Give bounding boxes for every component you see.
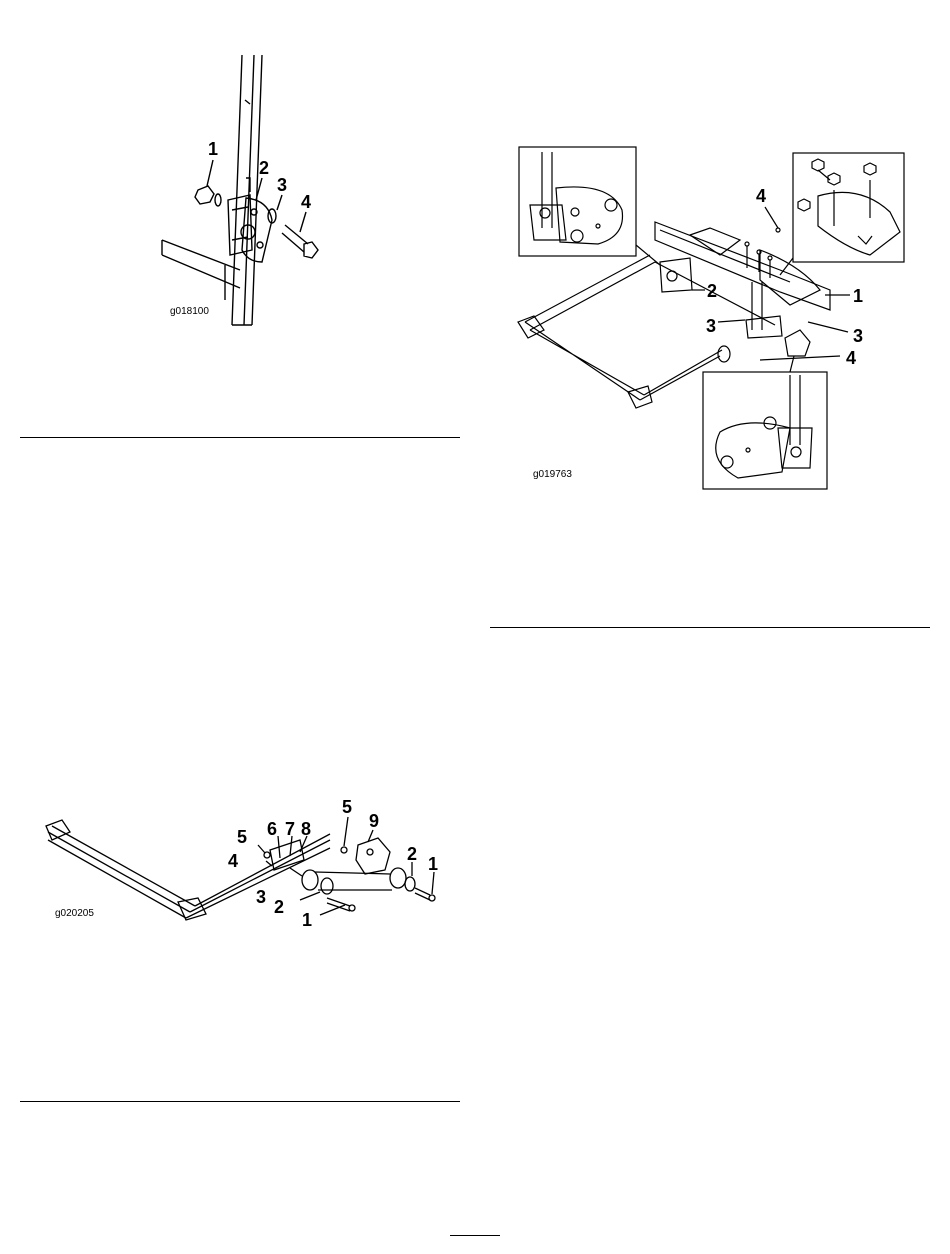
callout-2: 2 (407, 844, 417, 864)
callout-2: 2 (707, 281, 717, 301)
section-divider (20, 1101, 460, 1102)
figure-code: g019763 (533, 469, 572, 480)
callout-5: 5 (342, 797, 352, 817)
callout-3: 3 (706, 316, 716, 336)
callout-3: 3 (256, 887, 266, 907)
section-divider (490, 627, 930, 628)
callout-4: 4 (846, 348, 856, 368)
figure-frame-pivot-exploded: 5 6 7 8 9 5 4 3 2 1 2 1 g020205 (40, 795, 460, 935)
callout-1: 1 (853, 286, 863, 306)
figure-upright-pivot: 1 2 3 4 g018100 (150, 50, 450, 340)
callout-2: 2 (259, 158, 269, 178)
callout-3: 3 (277, 175, 287, 195)
figure-code: g018100 (170, 306, 209, 317)
callout-3: 3 (853, 326, 863, 346)
page-number-rule (450, 1235, 500, 1236)
callout-5: 5 (237, 827, 247, 847)
callout-4: 4 (228, 851, 238, 871)
callout-4: 4 (756, 186, 766, 206)
callout-7: 7 (285, 819, 295, 839)
callout-8: 8 (301, 819, 311, 839)
callout-6: 6 (267, 819, 277, 839)
callout-1: 1 (208, 139, 218, 159)
figure-code: g020205 (55, 908, 94, 919)
callout-1: 1 (302, 910, 312, 930)
callout-4: 4 (301, 192, 311, 212)
callout-1: 1 (428, 854, 438, 874)
callout-2: 2 (274, 897, 284, 917)
figure-deck-frame-assembly: 4 2 1 3 3 4 g019763 (510, 140, 910, 495)
callout-9: 9 (369, 811, 379, 831)
section-divider (20, 437, 460, 438)
